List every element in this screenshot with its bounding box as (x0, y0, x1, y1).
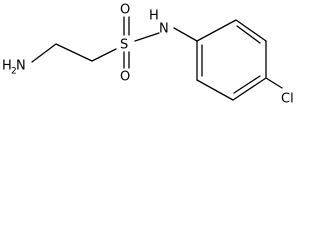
bond-c2-s (91, 48, 117, 62)
label-amine-h: H (2, 59, 12, 74)
label-sulfur: S (120, 38, 128, 53)
ring-bond-1 (196, 19, 237, 42)
ring-double-2 (233, 75, 261, 94)
bond-s-n (134, 32, 160, 42)
label-oxygen-top: O (120, 3, 130, 18)
bond-ring-cl (265, 77, 283, 89)
ring-double-1 (236, 25, 261, 44)
label-amine-n: N (16, 59, 26, 74)
label-sulfonamide-n: N (159, 22, 169, 37)
label-oxygen-bottom: O (120, 70, 130, 85)
structure-canvas: H 2 N S O O N H Cl (0, 0, 310, 111)
molecule-structure: H 2 N S O O N H Cl (2, 3, 294, 107)
ring-bond-4 (232, 77, 267, 101)
ring-bond-2 (235, 19, 267, 42)
bond-n-ring (173, 27, 198, 42)
bond-n-c1 (31, 43, 57, 63)
label-chlorine: Cl (281, 92, 294, 107)
label-sulfonamide-h: H (149, 9, 159, 24)
label-amine-subscript: 2 (11, 67, 17, 77)
ring-bond-5 (196, 79, 234, 101)
bond-c1-c2 (55, 43, 93, 62)
